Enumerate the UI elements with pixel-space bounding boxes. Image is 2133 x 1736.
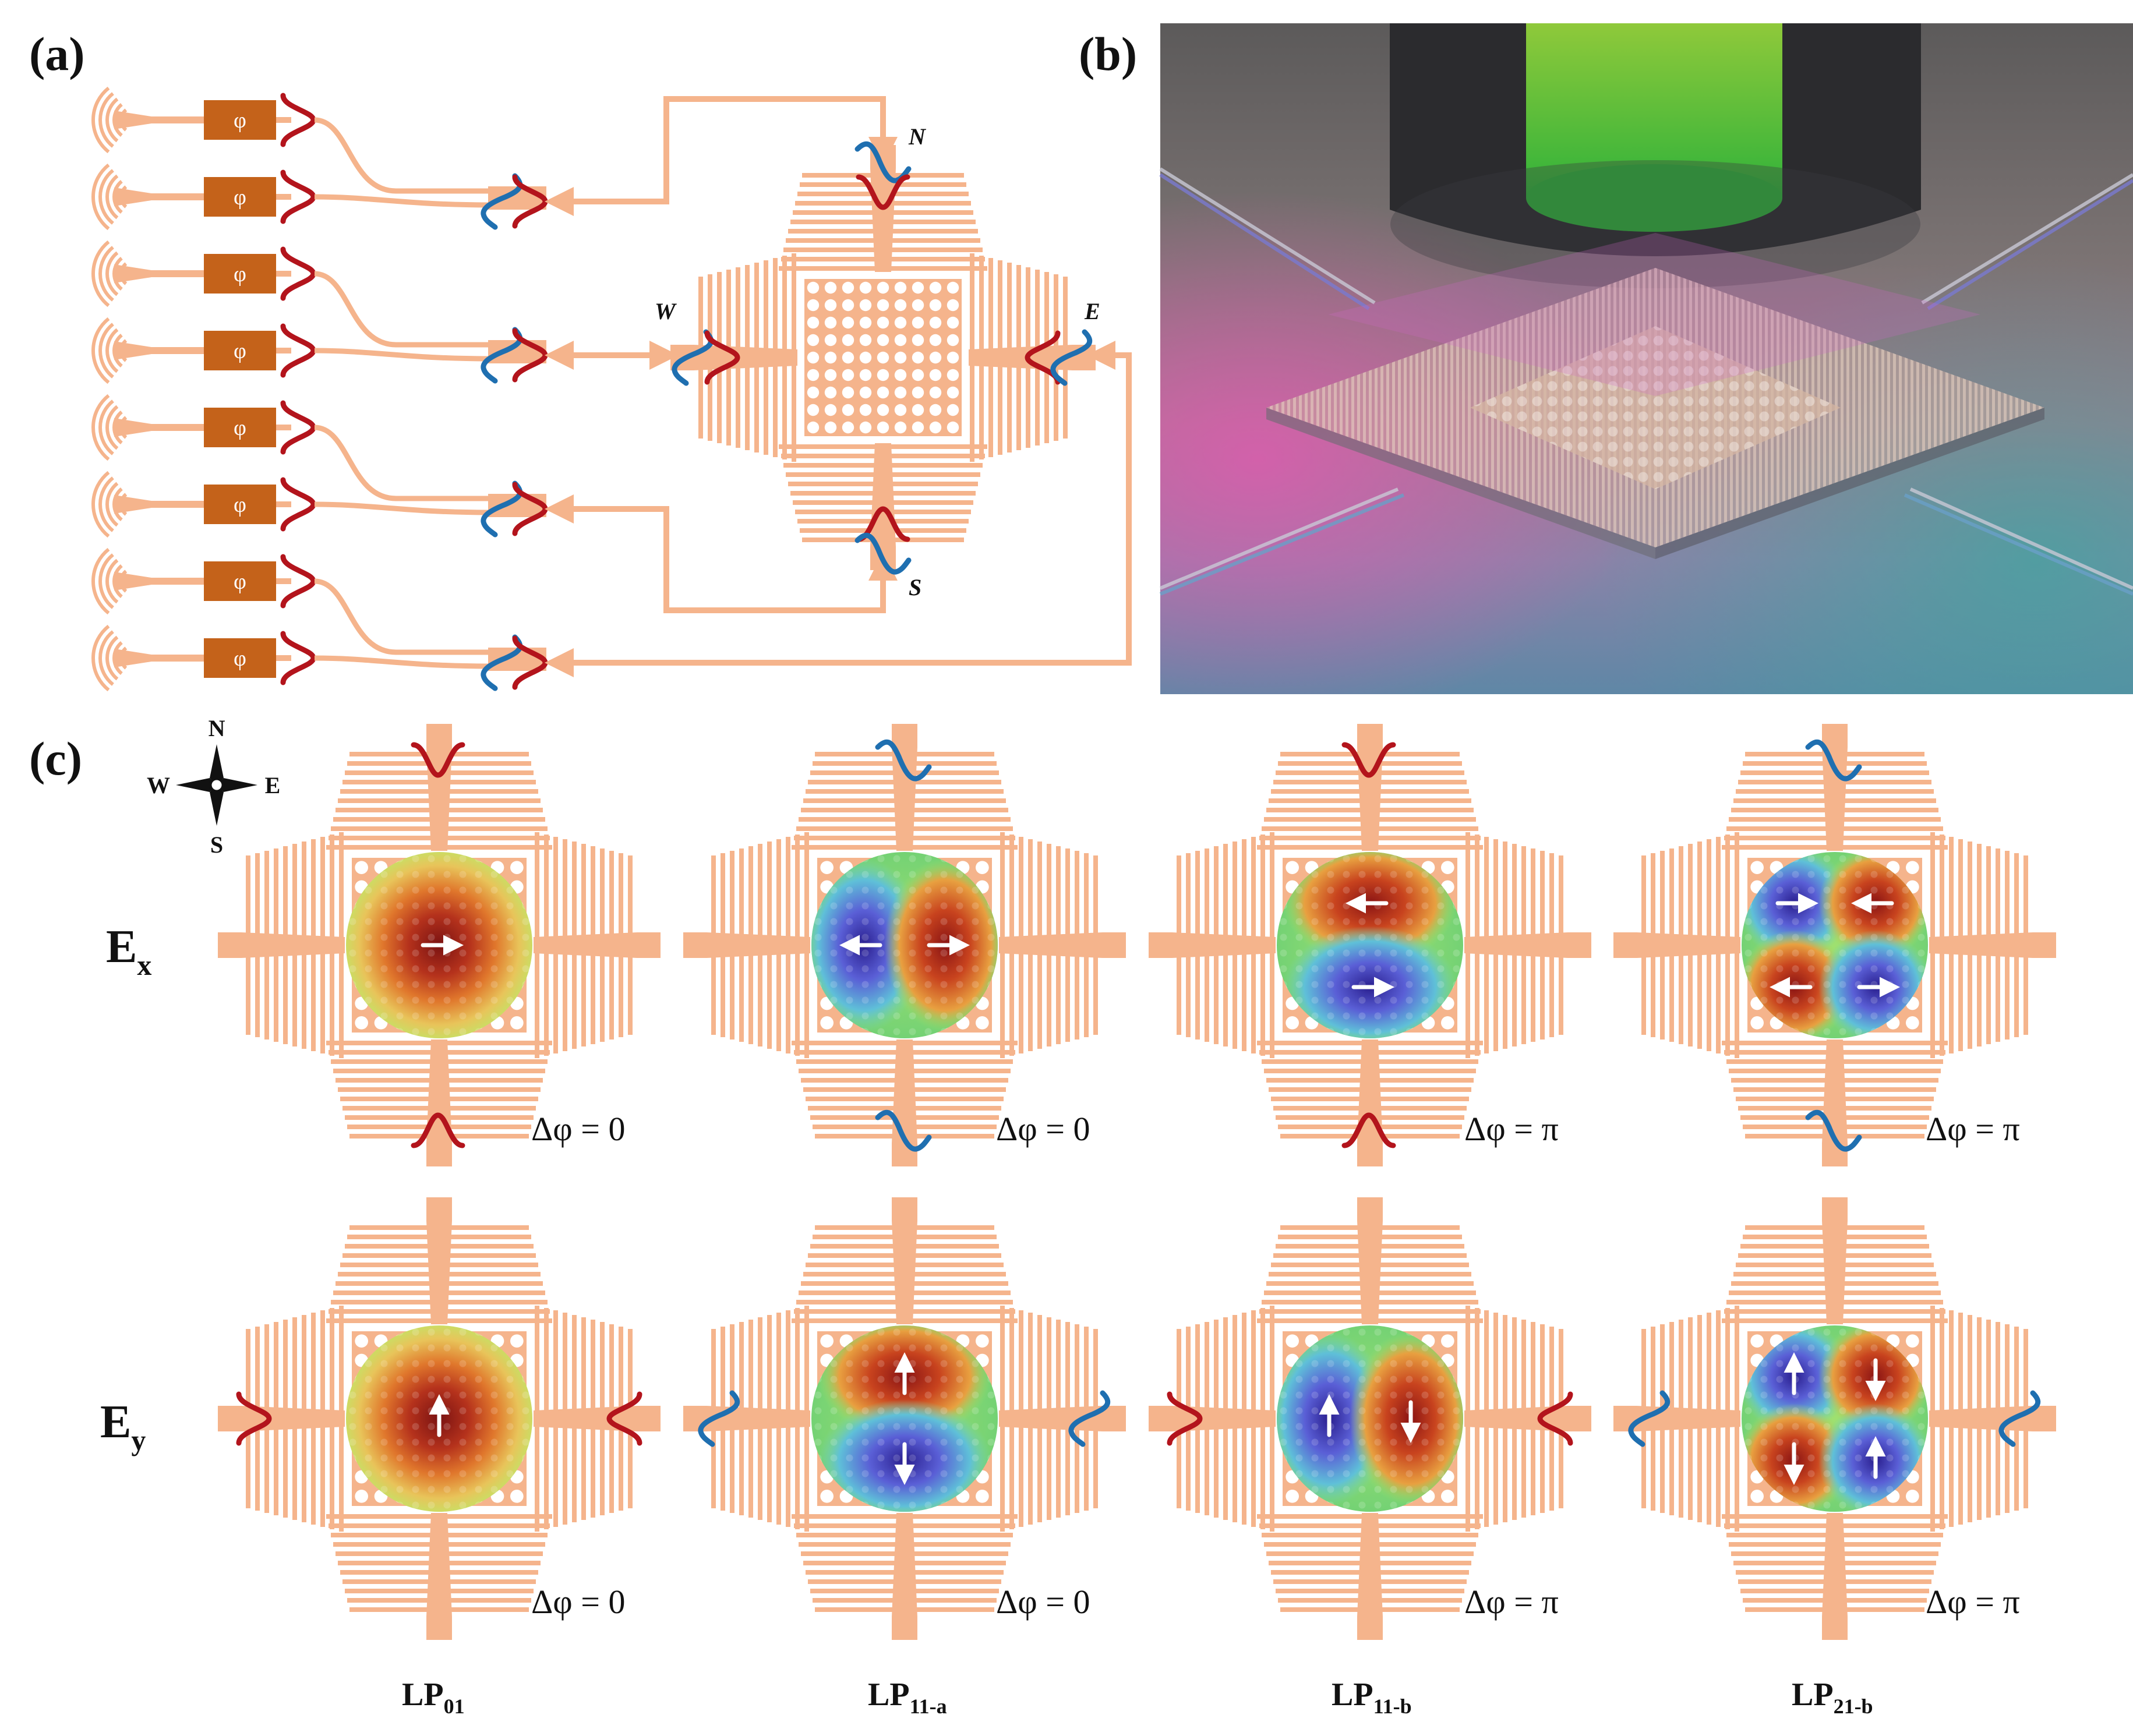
cell-ex-lp01	[218, 724, 661, 1166]
mode-name-lp11b: LP11-b	[1332, 1677, 1412, 1718]
mode-name-lp01: LP01	[402, 1677, 465, 1718]
dphi-y-lp21b: Δφ = π	[1926, 1583, 2020, 1621]
input-channel: φ	[91, 240, 489, 348]
row-label-ex: Ex	[106, 921, 151, 981]
phase-shifter-label: φ	[234, 646, 246, 671]
phase-shifter	[204, 638, 276, 678]
phase-shifter	[204, 485, 276, 524]
dphi-x-lp21b: Δφ = π	[1926, 1110, 2020, 1148]
cell-ex-lp11b	[1149, 724, 1591, 1166]
cell-ey-lp11a	[683, 1197, 1126, 1640]
phase-shifter-label: φ	[234, 570, 246, 594]
circuit-schematic: φ φ φ φ φ φ φ φ N S E W	[91, 86, 1132, 692]
compass-w: W	[147, 772, 170, 798]
phase-shifter-label: φ	[234, 108, 246, 133]
phase-shifter-label: φ	[234, 185, 246, 210]
compass-n: N	[209, 715, 225, 741]
phase-shifter-label: φ	[234, 262, 246, 287]
input-channel: φ	[91, 394, 489, 501]
compass-s: S	[210, 832, 223, 858]
phase-shifter	[204, 177, 276, 217]
panel-label-a: (a)	[29, 27, 85, 80]
phase-shifter	[204, 561, 276, 601]
phase-shifter-label: φ	[234, 416, 246, 440]
input-channel: φ	[91, 624, 490, 692]
dphi-y-lp11b: Δφ = π	[1464, 1583, 1559, 1621]
device-render	[1159, 23, 2133, 694]
phase-shifter	[204, 100, 276, 140]
dphi-y-lp11a: Δφ = 0	[996, 1583, 1090, 1621]
phase-shifter	[204, 254, 276, 294]
mode-name-lp21b: LP21-b	[1792, 1677, 1873, 1718]
phase-shifter-label: φ	[234, 493, 246, 517]
dphi-x-lp11a: Δφ = 0	[996, 1110, 1090, 1148]
phase-shifter	[204, 408, 276, 447]
cell-ey-lp11b	[1149, 1197, 1591, 1640]
mode-grid	[218, 724, 2056, 1640]
input-channel: φ	[91, 86, 489, 194]
cell-ey-lp01	[218, 1197, 661, 1640]
input-channel: φ	[91, 163, 490, 231]
compass-rose: N S E W	[147, 715, 280, 858]
cell-ex-lp21b	[1613, 724, 2056, 1166]
cell-ey-lp21b	[1613, 1197, 2056, 1640]
dphi-x-lp01: Δφ = 0	[531, 1110, 625, 1148]
compass-e: E	[265, 772, 281, 798]
mode-labels: Δφ = 0 Δφ = 0 Δφ = π Δφ = π Δφ = 0 Δφ = …	[402, 1110, 2020, 1718]
port-label-w: W	[655, 298, 677, 324]
port-label-n: N	[908, 123, 927, 150]
panel-label-c: (c)	[29, 732, 82, 785]
routing-waveguides	[545, 96, 1132, 677]
phase-shifter-label: φ	[234, 339, 246, 363]
field-profile	[1277, 852, 1463, 1038]
cell-ex-lp11a	[683, 724, 1126, 1166]
dphi-y-lp01: Δφ = 0	[531, 1583, 625, 1621]
port-label-e: E	[1084, 298, 1100, 324]
grating-coupler-2d	[670, 145, 1096, 570]
port-label-s: S	[909, 574, 921, 600]
panel-label-b: (b)	[1079, 27, 1137, 80]
mode-name-lp11a: LP11-a	[868, 1677, 947, 1718]
input-channel: φ	[91, 317, 490, 384]
row-label-ey: Ey	[100, 1396, 146, 1456]
input-channel: φ	[91, 471, 490, 538]
dphi-x-lp11b: Δφ = π	[1464, 1110, 1559, 1148]
phase-shifter	[204, 331, 276, 370]
input-channel: φ	[91, 547, 489, 655]
